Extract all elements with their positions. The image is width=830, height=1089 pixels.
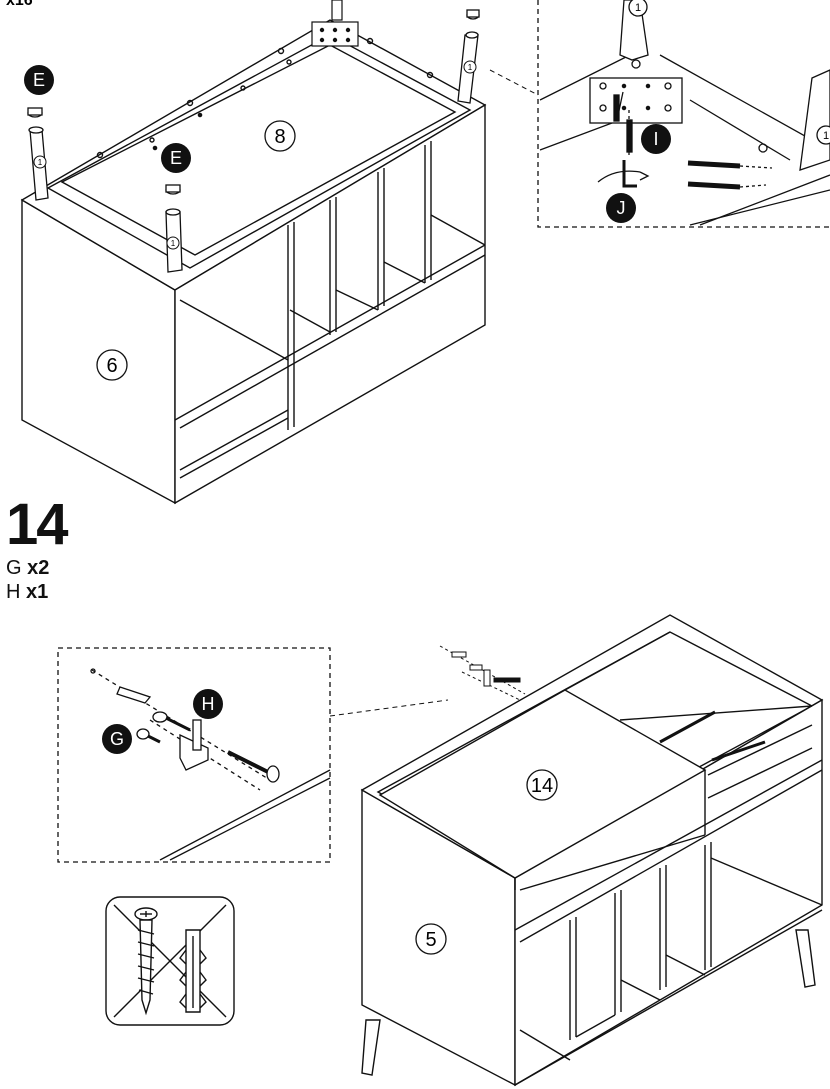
panel-label-6: 6 (106, 355, 117, 377)
hardware-badge-h: H (202, 694, 215, 714)
top-cabinet (20, 19, 487, 505)
panel-label-14: 14 (531, 775, 553, 797)
step-header: 14 G x2 H x1 (6, 492, 68, 603)
header-fragment: x16 (6, 0, 33, 9)
exploded-hardware (439, 645, 526, 701)
leg-badges (33, 60, 477, 250)
bottom-cabinet (360, 614, 824, 1087)
part-letter: H (6, 581, 21, 603)
part-qty: x1 (26, 581, 49, 603)
part-qty: x2 (27, 557, 50, 579)
leg-badge-label: 1 (171, 239, 176, 248)
part-qty-row: G x2 (6, 558, 67, 578)
hardware-badge-e: E (170, 148, 182, 168)
hardware-badge-j: J (617, 198, 626, 218)
panel-label-8: 8 (274, 126, 285, 148)
leg-badge-label: 1 (823, 130, 829, 142)
part-letter: G (6, 557, 22, 579)
do-not-use-warning (105, 896, 235, 1026)
hardware-badge-e: E (33, 70, 45, 90)
leg-badge-label: 1 (635, 2, 641, 14)
panel-label-5: 5 (425, 929, 436, 951)
hardware-badge-g: G (110, 729, 124, 749)
leg-badge-label: 1 (38, 158, 43, 167)
detail-leader (489, 69, 539, 96)
detail-leader (329, 699, 449, 717)
part-qty-row: H x1 (6, 582, 67, 602)
hardware-badge-i: I (653, 129, 658, 149)
step-number: 14 (6, 492, 68, 557)
leg-badge-label: 1 (468, 63, 473, 72)
bottom-detail-box (57, 647, 331, 863)
corner-bracket (311, 0, 359, 47)
top-detail-box (537, 0, 830, 228)
